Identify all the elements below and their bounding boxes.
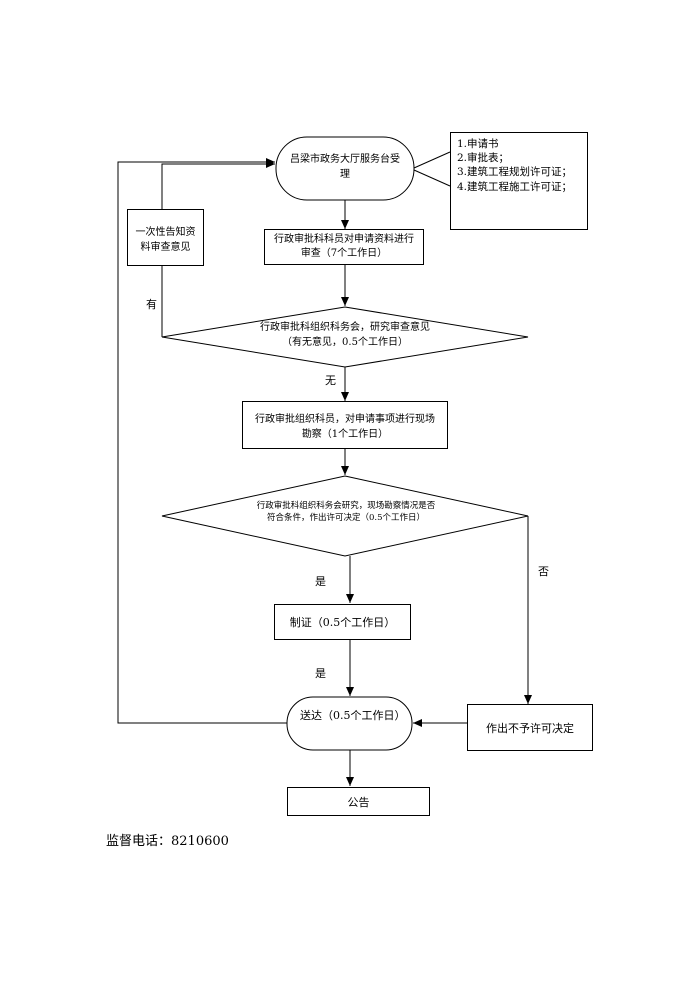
inspect-box: 行政审批组织科员，对申请事项进行现场勘察（1个工作日） <box>242 401 448 449</box>
decision2-label: 行政审批科组织科务会研究，现场勘察情况是否符合条件，作出许可决定（0.5个工作日… <box>256 501 436 524</box>
deliver-label: 送达（0.5个工作日） <box>300 709 406 722</box>
label-none: 无 <box>325 374 336 387</box>
review-box: 行政审批科科员对申请资料进行审查（7个工作日） <box>264 229 424 265</box>
label-no: 否 <box>538 565 549 578</box>
supervision-phone: 监督电话：8210600 <box>106 834 229 849</box>
required-docs-box: 1.申请书 2.审批表； 3.建筑工程规划许可证； 4.建筑工程施工许可证； <box>450 132 588 230</box>
announce-label: 公告 <box>347 795 370 809</box>
doc-item: 2.审批表； <box>457 152 510 165</box>
arrow-notice-start <box>161 160 275 209</box>
start-label: 吕梁市政务大厅服务台受理 <box>290 154 400 180</box>
label-yes-2: 是 <box>315 667 326 680</box>
notice-box: 一次性告知资料审查意见 <box>127 209 204 266</box>
docs-link-lower <box>413 169 451 187</box>
certify-label: 制证（0.5个工作日） <box>289 616 396 629</box>
doc-item: 3.建筑工程规划许可证； <box>457 166 573 179</box>
docs-link-upper <box>413 151 451 169</box>
label-yes-1: 是 <box>315 575 326 588</box>
inspect-label: 行政审批组织科员，对申请事项进行现场勘察（1个工作日） <box>255 414 435 440</box>
certify-box: 制证（0.5个工作日） <box>274 604 411 640</box>
label-has: 有 <box>146 298 157 311</box>
notice-label: 一次性告知资料审查意见 <box>135 226 196 253</box>
decision1-label: 行政审批科组织科务会，研究审查意见（有无意见，0.5个工作日） <box>260 322 430 348</box>
announce-box: 公告 <box>287 787 430 816</box>
review-label: 行政审批科科员对申请资料进行审查（7个工作日） <box>274 234 414 259</box>
doc-item: 4.建筑工程施工许可证； <box>457 180 573 193</box>
reject-label: 作出不予许可决定 <box>486 721 574 735</box>
reject-box: 作出不予许可决定 <box>467 704 593 751</box>
decision2-diamond <box>161 475 529 557</box>
arrow-deliver-loop <box>117 158 287 724</box>
doc-item: 1.申请书 <box>457 138 499 150</box>
